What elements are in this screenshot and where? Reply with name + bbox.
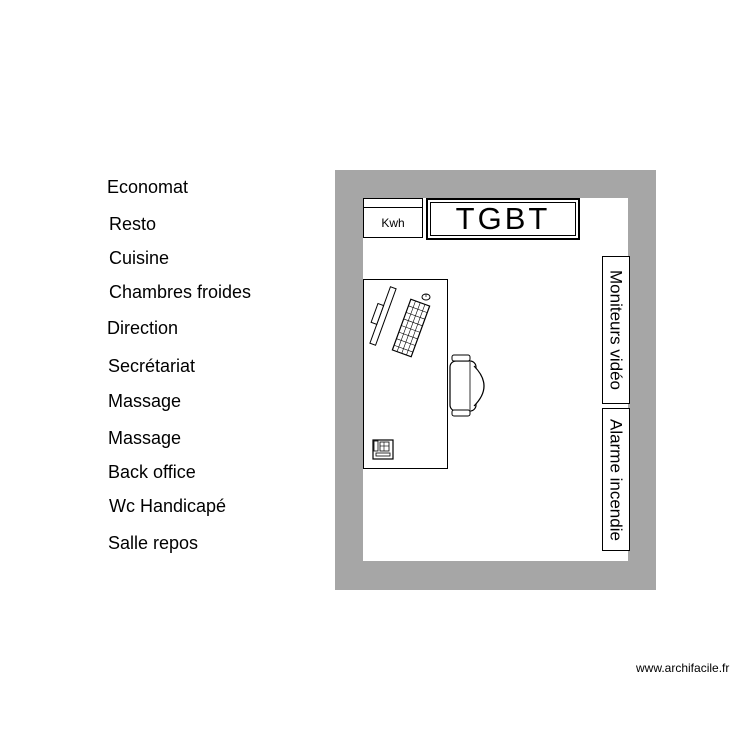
kwh-label: Kwh [381,216,405,230]
room-label-massage-2: Massage [108,428,182,448]
keyboard-icon [391,298,431,358]
chair-icon [449,354,485,417]
kwh-meter: Kwh [363,198,423,238]
phone-icon [372,439,394,460]
alarme-incendie-panel: Alarme incendie [602,408,630,551]
room-label-secretariat: Secrétariat [108,356,196,376]
footer-credit: www.archifacile.fr [636,661,730,675]
room-label-cuisine: Cuisine [109,248,170,268]
room-label-salle-repos: Salle repos [108,533,199,553]
monitor-icon [369,286,397,346]
room-label-direction: Direction [107,318,179,338]
room-label-massage-1: Massage [108,391,182,411]
room-label-resto: Resto [109,214,157,234]
room-label-chambres-froides: Chambres froides [109,282,252,302]
tgbt-panel: TGBT [426,198,580,240]
room-label-wc-handicape: Wc Handicapé [109,496,227,516]
mouse-icon [421,293,431,301]
tgbt-label: TGBT [455,201,551,236]
room-label-back-office: Back office [108,462,196,482]
room-label-economat: Economat [107,177,189,197]
moniteurs-video-panel: Moniteurs vidéo [602,256,630,404]
